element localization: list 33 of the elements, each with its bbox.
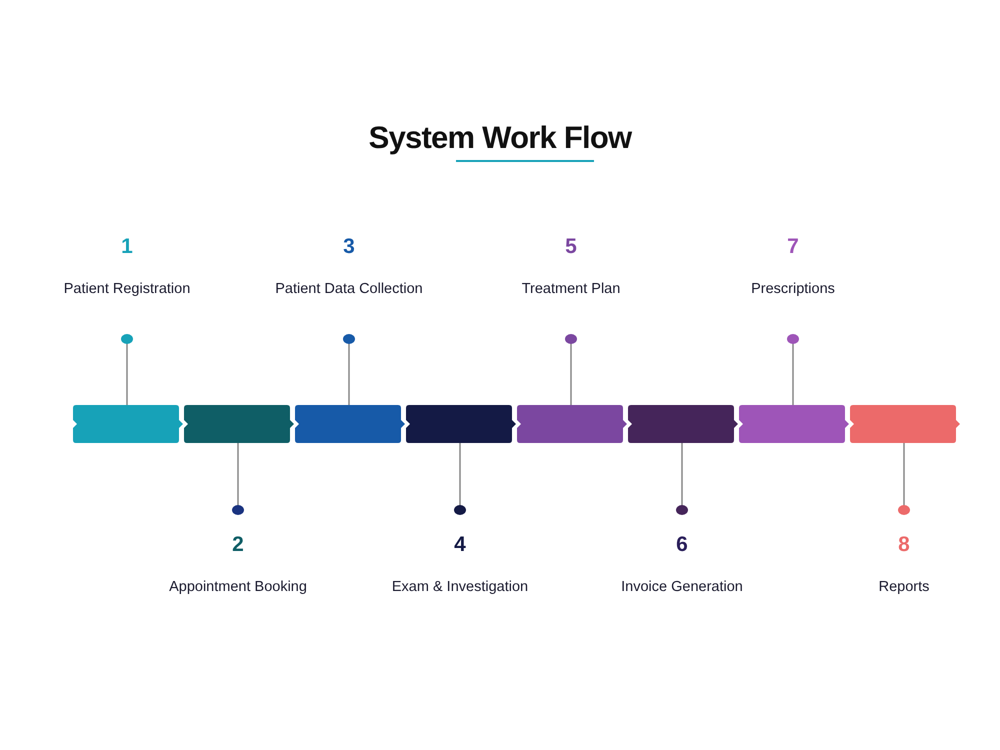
- title: System Work Flow: [368, 119, 632, 157]
- step-label: Exam & Investigation: [392, 578, 528, 596]
- step-label: Treatment Plan: [522, 280, 620, 298]
- step-label: Reports: [878, 578, 930, 596]
- step-number: 5: [565, 234, 577, 260]
- step-number: 6: [676, 532, 688, 558]
- step-number: 8: [898, 532, 910, 558]
- leader-line: [232, 443, 244, 515]
- step-label: Patient Registration: [64, 280, 190, 298]
- process-bar: [739, 405, 849, 443]
- leader-line: [454, 443, 466, 515]
- step-number: 3: [343, 234, 355, 260]
- process-bar: [850, 405, 960, 443]
- step-label: Appointment Booking: [169, 578, 307, 596]
- leader-line: [121, 334, 133, 405]
- process-bar: [406, 405, 516, 443]
- leader-line: [676, 443, 688, 515]
- process-bar: [73, 405, 183, 443]
- leader-line: [343, 334, 355, 405]
- step-number: 7: [787, 234, 799, 260]
- step-number: 4: [454, 532, 466, 558]
- process-bar: [184, 405, 294, 443]
- step-number: 2: [232, 532, 244, 558]
- leader-line: [898, 443, 910, 515]
- leader-line: [565, 334, 577, 405]
- process-bar: [295, 405, 405, 443]
- leader-line: [787, 334, 799, 405]
- step-label: Invoice Generation: [621, 578, 743, 596]
- step-label: Patient Data Collection: [275, 280, 423, 298]
- step-number: 1: [121, 234, 133, 260]
- process-bar: [628, 405, 738, 443]
- process-bar: [517, 405, 627, 443]
- step-label: Prescriptions: [751, 280, 835, 298]
